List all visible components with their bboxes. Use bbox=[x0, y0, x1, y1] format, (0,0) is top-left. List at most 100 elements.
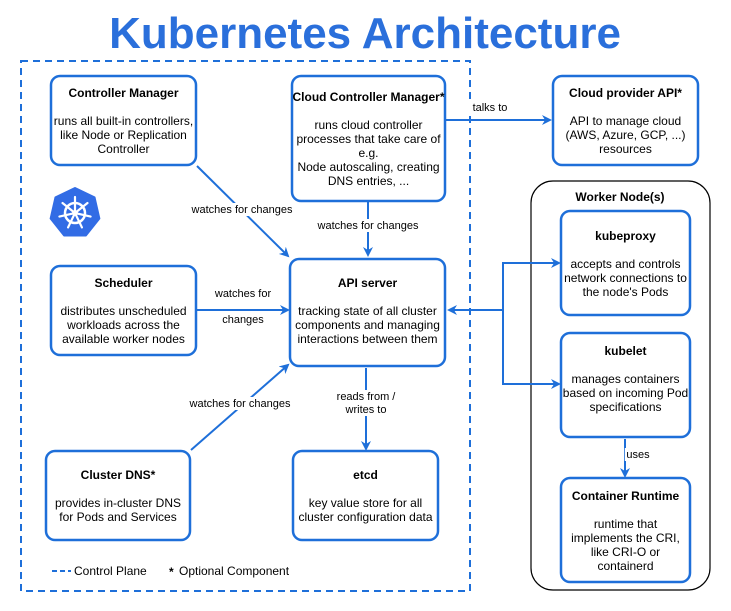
logo-spoke bbox=[58, 212, 74, 218]
container-runtime-desc-line: runtime that bbox=[594, 517, 658, 531]
logo-spoke bbox=[66, 214, 75, 229]
edge-label-text: watches for bbox=[214, 288, 272, 300]
cluster-dns-title: Cluster DNS* bbox=[81, 468, 156, 482]
cluster-dns-frame bbox=[44, 449, 192, 542]
cloud-provider-api-title: Cloud provider API* bbox=[569, 86, 682, 100]
edge-label-text: reads from / bbox=[337, 391, 397, 403]
container-runtime-desc-line: like CRI-O or bbox=[591, 545, 660, 559]
edge-label-dns-watch: watches for changes bbox=[184, 397, 296, 410]
edge-label-uses: uses bbox=[624, 448, 652, 461]
edge-label-talks-to: talks to bbox=[465, 101, 515, 114]
edge-label-bg bbox=[338, 403, 394, 416]
edge-label-text: uses bbox=[626, 449, 650, 461]
legend-control-plane: Control Plane bbox=[74, 564, 147, 578]
arrow-api-to-kubelet bbox=[502, 310, 561, 389]
controller-manager-desc-line: runs all built-in controllers, bbox=[54, 114, 193, 128]
kubeproxy-desc-line: the node's Pods bbox=[583, 285, 669, 299]
edge-label-scheduler-watch: watches for changes bbox=[210, 287, 276, 326]
control-plane-frame bbox=[20, 60, 471, 592]
cloud-controller-manager-desc-line: e.g. bbox=[358, 146, 378, 160]
scheduler-title: Scheduler bbox=[94, 276, 152, 290]
cloud-controller-manager-desc-line: Node autoscaling, creating bbox=[297, 160, 439, 174]
edge-label-text: changes bbox=[222, 314, 264, 326]
cloud-controller-manager-desc-line: processes that take care of bbox=[296, 132, 441, 146]
etcd-frame bbox=[291, 449, 440, 542]
kubelet-title: kubelet bbox=[604, 344, 646, 358]
edge-label-bg bbox=[186, 203, 298, 216]
api-server-desc-line: tracking state of all cluster bbox=[298, 304, 437, 318]
scheduler-box: Scheduler distributes unscheduledworkload… bbox=[49, 264, 198, 357]
kubeproxy-frame bbox=[559, 209, 692, 317]
cloud-provider-api-desc-line: API to manage cloud bbox=[570, 114, 681, 128]
cloud-controller-manager-desc-line: runs cloud controller bbox=[314, 118, 422, 132]
api-server-desc-line: components and managing bbox=[295, 318, 440, 332]
kubeproxy-desc-line: accepts and controls bbox=[570, 257, 680, 271]
kubelet-desc-line: based on incoming Pod bbox=[563, 386, 688, 400]
edge-label-text: talks to bbox=[473, 102, 508, 114]
cluster-dns-desc-line: provides in-cluster DNS bbox=[55, 496, 181, 510]
cloud-controller-manager-desc-line: DNS entries, ... bbox=[328, 174, 409, 188]
scheduler-frame bbox=[49, 264, 198, 357]
kubeproxy-desc-line: network connections to bbox=[564, 271, 687, 285]
edge-label-bg bbox=[465, 101, 515, 114]
diagram-title: Kubernetes Architecture bbox=[109, 9, 621, 58]
container-runtime-desc-line: implements the CRI, bbox=[571, 531, 680, 545]
api-server-frame bbox=[288, 257, 447, 368]
kubelet-desc-line: manages containers bbox=[571, 372, 679, 386]
logo-spoke bbox=[76, 212, 92, 218]
edge-label-bg bbox=[221, 313, 265, 326]
controller-manager-box: Controller Manager runs all built-in cont… bbox=[49, 74, 198, 167]
controller-manager-desc-line: like Node or Replication bbox=[60, 128, 187, 142]
logo-spoke bbox=[76, 201, 89, 213]
controller-manager-title: Controller Manager bbox=[68, 86, 178, 100]
kubernetes-helm-icon bbox=[49, 187, 101, 237]
kubeproxy-title: kubeproxy bbox=[595, 229, 656, 243]
cloud-provider-api-desc-line: resources bbox=[599, 142, 652, 156]
scheduler-desc-line: distributes unscheduled bbox=[60, 304, 186, 318]
logo-spoke bbox=[61, 201, 74, 213]
arrow-api-to-kubeproxy bbox=[502, 258, 561, 310]
api-server-box: API server tracking state of all clusterc… bbox=[288, 257, 447, 368]
edge-label-bg bbox=[184, 397, 296, 410]
etcd-desc-line: key value store for all bbox=[309, 496, 422, 510]
api-server-title: API server bbox=[338, 276, 398, 290]
cloud-controller-manager-box: Cloud Controller Manager*runs cloud cont… bbox=[290, 74, 447, 203]
etcd-desc-line: cluster configuration data bbox=[298, 510, 432, 524]
cloud-provider-api-box: Cloud provider API* API to manage cloud(A… bbox=[551, 74, 700, 167]
scheduler-desc-line: workloads across the bbox=[66, 318, 180, 332]
cloud-provider-api-frame bbox=[551, 74, 700, 167]
kubelet-frame bbox=[559, 331, 692, 439]
kubelet-desc-line: specifications bbox=[589, 400, 661, 414]
legend-optional: Optional Component bbox=[179, 564, 290, 578]
container-runtime-desc-line: containerd bbox=[597, 559, 653, 573]
scheduler-desc-line: available worker nodes bbox=[62, 332, 185, 346]
edge-label-bg bbox=[330, 390, 402, 403]
edge-label-ccm-watch: watches for changes bbox=[312, 219, 424, 232]
logo-spoke bbox=[75, 214, 84, 229]
container-runtime-frame bbox=[559, 476, 692, 584]
container-runtime-title: Container Runtime bbox=[572, 489, 680, 503]
edge-label-text: watches for changes bbox=[189, 398, 291, 410]
etcd-title: etcd bbox=[353, 468, 378, 482]
cluster-dns-desc-line: for Pods and Services bbox=[59, 510, 176, 524]
edge-labels: talks to watches for changes watches for… bbox=[184, 101, 652, 461]
api-server-desc-line: interactions between them bbox=[297, 332, 437, 346]
worker-node-title: Worker Node(s) bbox=[575, 190, 664, 204]
nodes: Controller Manager runs all built-in cont… bbox=[44, 74, 700, 584]
edge-label-bg bbox=[624, 448, 652, 461]
container-runtime-box: Container Runtime runtime thatimplements … bbox=[559, 476, 692, 584]
legend-optional-marker: * bbox=[169, 565, 174, 579]
edge-label-etcd-rw: reads from /writes to bbox=[330, 390, 402, 416]
controller-manager-desc-line: Controller bbox=[97, 142, 149, 156]
edge-label-bg bbox=[312, 219, 424, 232]
controller-manager-frame bbox=[49, 74, 198, 167]
cloud-provider-api-desc-line: (AWS, Azure, GCP, ...) bbox=[565, 128, 685, 142]
legend: Control Plane * Optional Component bbox=[52, 564, 290, 579]
logo-hub bbox=[72, 210, 78, 216]
edge-label-text: watches for changes bbox=[317, 220, 419, 232]
